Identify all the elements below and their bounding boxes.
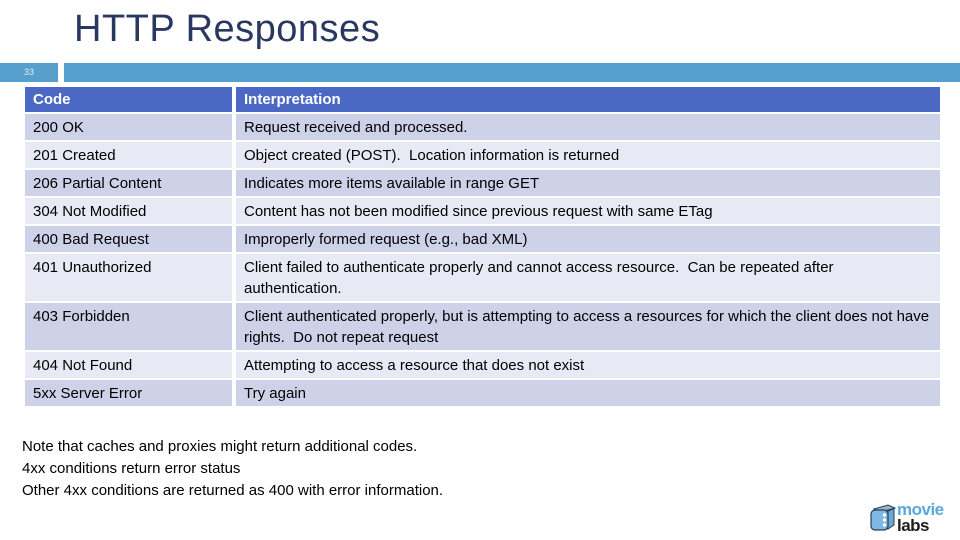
table-row: 5xx Server Error Try again [25,380,940,406]
slide-number-bar: 33 [0,63,58,82]
column-header-interpretation: Interpretation [236,87,940,112]
notes: Note that caches and proxies might retur… [22,436,443,502]
table-row: 304 Not Modified Content has not been mo… [25,198,940,224]
note-line: Other 4xx conditions are returned as 400… [22,482,444,499]
interpretation-cell: Indicates more items available in range … [236,170,940,196]
interpretation-cell: Object created (POST). Location informat… [236,142,940,168]
code-cell: 400 Bad Request [25,226,232,252]
code-cell: 201 Created [25,142,232,168]
table-row: 201 Created Object created (POST). Locat… [25,142,940,168]
column-header-code: Code [25,87,232,112]
interpretation-cell: Client authenticated properly, but is at… [236,303,940,350]
code-cell: 5xx Server Error [25,380,232,406]
interpretation-cell: Content has not been modified since prev… [236,198,940,224]
movielabs-logo: movie labs [868,501,944,535]
slide-number: 33 [23,67,34,77]
http-responses-table: Code Interpretation 200 OK Request recei… [25,87,940,406]
table-row: 200 OK Request received and processed. [25,114,940,140]
table-row: 400 Bad Request Improperly formed reques… [25,226,940,252]
table-row: 401 Unauthorized Client failed to authen… [25,254,940,301]
code-cell: 404 Not Found [25,352,232,378]
interpretation-cell: Client failed to authenticate properly a… [236,254,940,301]
logo-word-labs: labs [897,516,930,535]
code-cell: 304 Not Modified [25,198,232,224]
interpretation-cell: Attempting to access a resource that doe… [236,352,940,378]
page-title: HTTP Responses [74,8,381,50]
code-cell: 200 OK [25,114,232,140]
interpretation-cell: Try again [236,380,940,406]
code-cell: 206 Partial Content [25,170,232,196]
code-cell: 403 Forbidden [25,303,232,350]
note-line: 4xx conditions return error status [22,460,241,477]
movielabs-logo-text: movie labs [897,500,944,535]
logo-word-movie: movie [897,500,944,519]
interpretation-cell: Improperly formed request (e.g., bad XML… [236,226,940,252]
code-cell: 401 Unauthorized [25,254,232,301]
table-row: 206 Partial Content Indicates more items… [25,170,940,196]
note-line: Note that caches and proxies might retur… [22,438,418,455]
title-underline-bar [64,63,960,82]
table-header-row: Code Interpretation [25,87,940,112]
table-row: 404 Not Found Attempting to access a res… [25,352,940,378]
movielabs-logo-icon [870,504,897,531]
table-row: 403 Forbidden Client authenticated prope… [25,303,940,350]
interpretation-cell: Request received and processed. [236,114,940,140]
